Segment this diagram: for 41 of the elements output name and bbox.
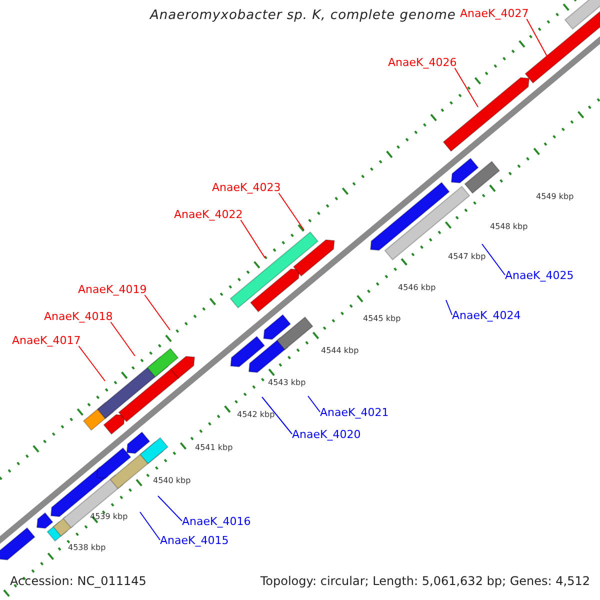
scale-label: 4544 kbp — [321, 346, 359, 355]
leader-line — [482, 244, 506, 276]
accession-text: Accession: NC_011145 — [10, 574, 146, 588]
leader-line — [446, 300, 452, 316]
leader-line — [262, 396, 292, 434]
gene-label: AnaeK_4019 — [78, 283, 147, 296]
gene-label: AnaeK_4021 — [320, 406, 389, 419]
scale-label: 4540 kbp — [153, 476, 191, 485]
scale-label: 4547 kbp — [448, 252, 486, 261]
title: Anaeromyxobacter sp. K, complete genome — [150, 8, 456, 23]
leader-line — [110, 322, 136, 356]
scale-label: 4548 kbp — [490, 222, 528, 231]
leader-line — [454, 68, 478, 108]
gene-label: AnaeK_4025 — [505, 269, 574, 282]
scale-label: 4549 kbp — [536, 192, 574, 201]
scale-label: 4546 kbp — [398, 283, 436, 292]
gene-label: AnaeK_4022 — [174, 208, 243, 221]
scale-label: 4541 kbp — [195, 443, 233, 452]
leader-line — [526, 18, 548, 58]
leader-line — [240, 220, 266, 258]
gene-label: AnaeK_4023 — [212, 181, 281, 194]
leader-line — [158, 496, 182, 522]
gene-label: AnaeK_4027 — [460, 7, 529, 20]
topology-text: Topology: circular; Length: 5,061,632 bp; Genes: 4,512 — [260, 574, 590, 588]
leader-line — [278, 192, 304, 230]
gene-label: AnaeK_4015 — [160, 534, 229, 547]
leader-line — [308, 396, 320, 412]
gene-label: AnaeK_4018 — [44, 310, 113, 323]
scale-label: 4543 kbp — [268, 378, 306, 387]
scale-label: 4545 kbp — [363, 314, 401, 323]
leader-line — [140, 512, 160, 540]
gene-label: AnaeK_4017 — [12, 334, 81, 347]
gene-label: AnaeK_4026 — [388, 56, 457, 69]
scale-label: 4539 kbp — [90, 512, 128, 521]
gene-label: AnaeK_4024 — [452, 309, 521, 322]
scale-label: 4538 kbp — [68, 543, 106, 552]
leader-line — [78, 346, 106, 382]
scale-label: 4542 kbp — [237, 410, 275, 419]
leader-line — [144, 294, 170, 330]
gene-label: AnaeK_4016 — [182, 515, 251, 528]
gene-label: AnaeK_4020 — [292, 428, 361, 441]
